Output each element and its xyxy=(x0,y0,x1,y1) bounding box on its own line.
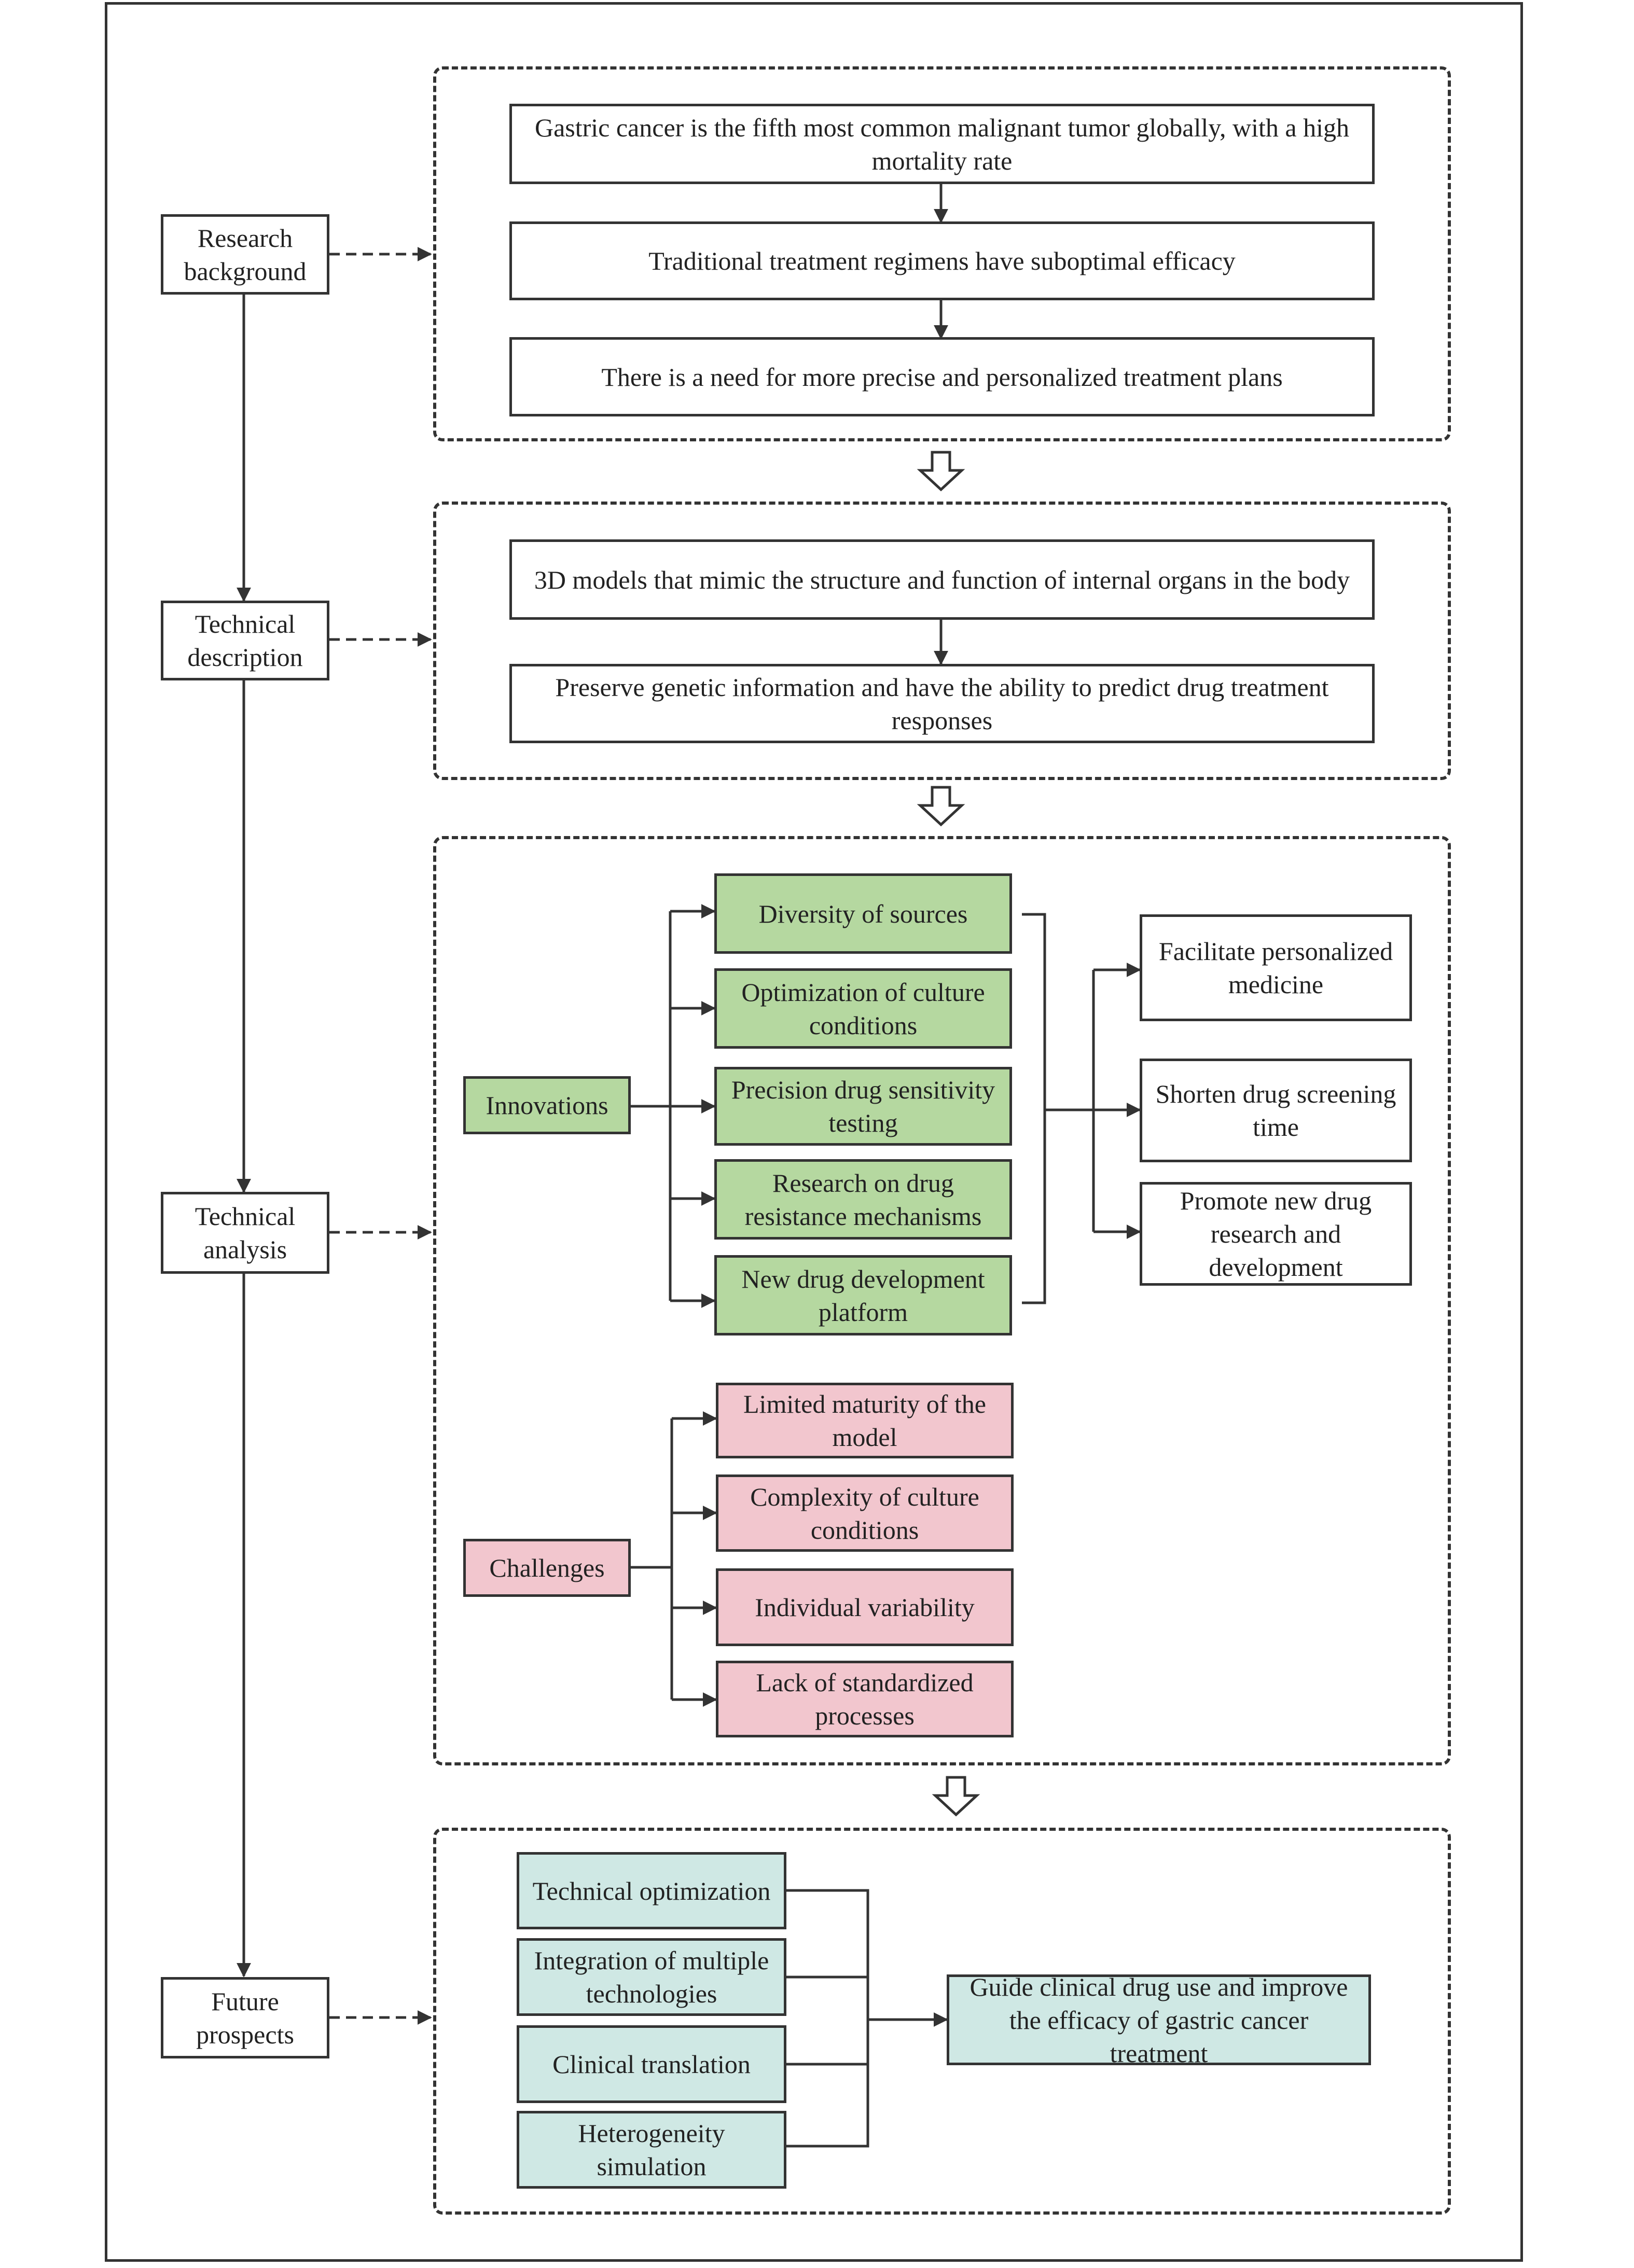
prospect-item: Clinical translation xyxy=(517,2025,786,2103)
challenge-item: Limited maturity of the model xyxy=(716,1383,1014,1458)
background-item-2: Traditional treatment regimens have subo… xyxy=(509,221,1375,300)
section-description xyxy=(433,502,1451,780)
challenge-item: Individual variability xyxy=(716,1568,1014,1646)
challenge-item: Complexity of culture conditions xyxy=(716,1474,1014,1552)
challenges-label: Challenges xyxy=(463,1539,631,1597)
stage-future-prospects: Future prospects xyxy=(161,1977,329,2058)
innovation-item: Precision drug sensitivity testing xyxy=(714,1067,1012,1146)
hollow-arrow-2 xyxy=(917,786,965,827)
prospect-item: Technical optimization xyxy=(517,1852,786,1929)
section-prospects xyxy=(433,1828,1451,2215)
background-item-1: Gastric cancer is the fifth most common … xyxy=(509,104,1375,184)
prospect-goal: Guide clinical drug use and improve the … xyxy=(947,1972,1371,2068)
outer-frame xyxy=(105,2,1523,2262)
stage-technical-description: Technical description xyxy=(161,601,329,680)
section-analysis xyxy=(433,836,1451,1765)
innovation-item: New drug development platform xyxy=(714,1255,1012,1335)
hollow-arrow-1 xyxy=(917,451,965,492)
outcome-item: Facilitate personalized medicine xyxy=(1140,914,1412,1021)
hollow-arrow-3 xyxy=(932,1776,980,1817)
stage-technical-analysis: Technical analysis xyxy=(161,1192,329,1274)
innovation-item: Research on drug resistance mechanisms xyxy=(714,1159,1012,1240)
prospect-item: Integration of multiple technologies xyxy=(517,1938,786,2016)
prospect-item: Heterogeneity simulation xyxy=(517,2111,786,2189)
outcome-item: Promote new drug research and developmen… xyxy=(1140,1182,1412,1286)
outcome-item: Shorten drug screening time xyxy=(1140,1059,1412,1162)
challenge-item: Lack of standardized processes xyxy=(716,1661,1014,1737)
description-item-2: Preserve genetic information and have th… xyxy=(509,664,1375,743)
description-item-1: 3D models that mimic the structure and f… xyxy=(509,539,1375,620)
stage-research-background: Research background xyxy=(161,214,329,295)
innovation-item: Optimization of culture conditions xyxy=(714,968,1012,1049)
innovations-label: Innovations xyxy=(463,1076,631,1134)
background-item-3: There is a need for more precise and per… xyxy=(509,337,1375,416)
innovation-item: Diversity of sources xyxy=(714,873,1012,954)
section-background xyxy=(433,66,1451,441)
